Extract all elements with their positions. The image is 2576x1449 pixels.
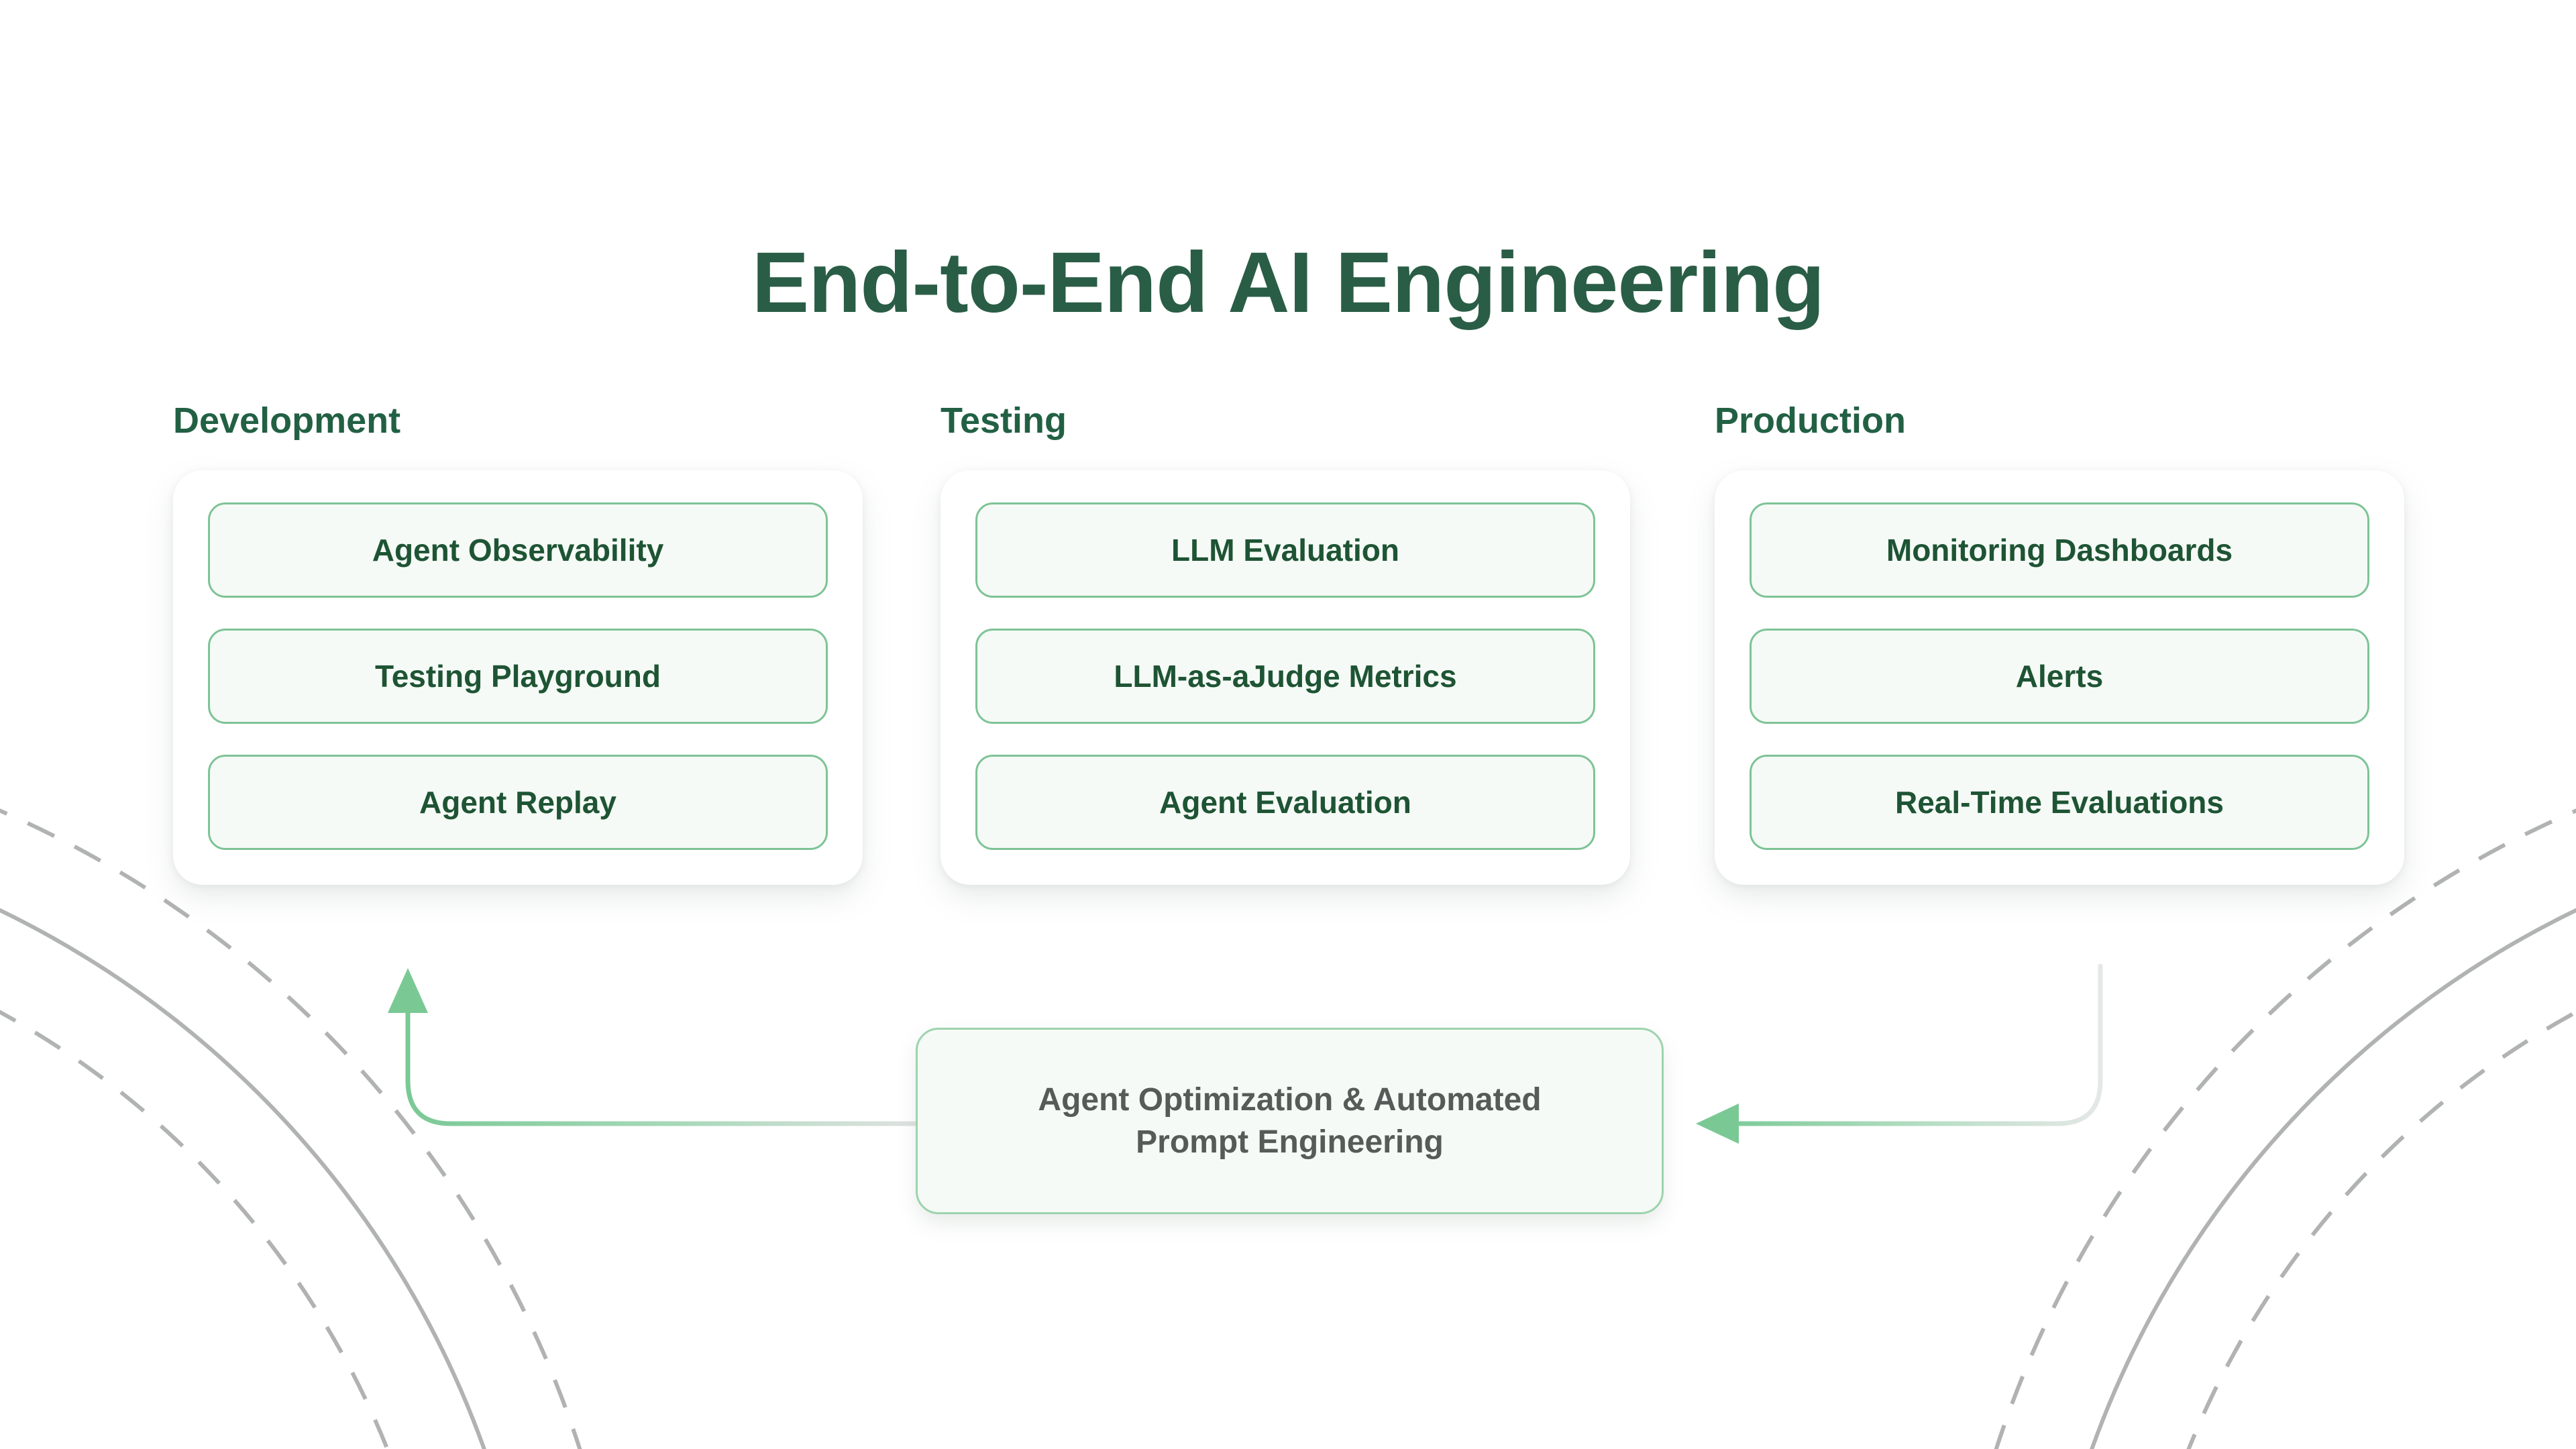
arc-left-inner-dashed bbox=[0, 1010, 390, 1449]
page-title: End-to-End AI Engineering bbox=[751, 234, 1825, 331]
card-production: Monitoring Dashboards Alerts Real-Time E… bbox=[1715, 470, 2404, 885]
column-development: Development Agent Observability Testing … bbox=[173, 402, 863, 885]
arrowhead-left-to-feedback bbox=[1696, 1104, 1739, 1144]
card-testing: LLM Evaluation LLM-as-aJudge Metrics Age… bbox=[941, 470, 1630, 885]
pill-label: Agent Observability bbox=[372, 532, 664, 568]
arc-right-inner-dashed bbox=[2186, 1010, 2576, 1449]
connector-feedback-to-development bbox=[405, 1004, 918, 1126]
column-heading-production: Production bbox=[1715, 400, 1906, 441]
pill-label: Alerts bbox=[2015, 658, 2104, 694]
pill-real-time-evaluations[interactable]: Real-Time Evaluations bbox=[1750, 755, 2369, 850]
column-production: Production Monitoring Dashboards Alerts … bbox=[1715, 402, 2404, 885]
pill-label: Agent Replay bbox=[419, 784, 616, 820]
arc-right-middle-solid bbox=[2090, 908, 2576, 1449]
pill-label: Testing Playground bbox=[375, 658, 661, 694]
pill-llm-evaluation[interactable]: LLM Evaluation bbox=[975, 502, 1595, 598]
column-heading-testing: Testing bbox=[941, 400, 1067, 441]
feedback-box[interactable]: Agent Optimization & Automated Prompt En… bbox=[916, 1028, 1664, 1214]
pill-agent-replay[interactable]: Agent Replay bbox=[208, 755, 828, 850]
arrowhead-up-to-development bbox=[388, 968, 428, 1013]
pill-agent-evaluation[interactable]: Agent Evaluation bbox=[975, 755, 1595, 850]
feedback-box-label: Agent Optimization & Automated Prompt En… bbox=[1038, 1079, 1541, 1164]
pill-label: LLM Evaluation bbox=[1171, 532, 1399, 568]
connector-production-to-feedback bbox=[1715, 963, 2103, 1126]
card-development: Agent Observability Testing Playground A… bbox=[173, 470, 863, 885]
pill-monitoring-dashboards[interactable]: Monitoring Dashboards bbox=[1750, 502, 2369, 598]
feedback-box-line1: Agent Optimization & Automated bbox=[1038, 1081, 1542, 1118]
pill-label: LLM-as-aJudge Metrics bbox=[1114, 658, 1457, 694]
pill-agent-observability[interactable]: Agent Observability bbox=[208, 502, 828, 598]
arc-left-middle-solid bbox=[0, 908, 486, 1449]
pill-label: Agent Evaluation bbox=[1159, 784, 1411, 820]
column-testing: Testing LLM Evaluation LLM-as-aJudge Met… bbox=[941, 402, 1630, 885]
pill-llm-as-a-judge-metrics[interactable]: LLM-as-aJudge Metrics bbox=[975, 629, 1595, 724]
pill-alerts[interactable]: Alerts bbox=[1750, 629, 2369, 724]
pill-label: Monitoring Dashboards bbox=[1886, 532, 2233, 568]
feedback-box-line2: Prompt Engineering bbox=[1136, 1124, 1444, 1160]
pill-testing-playground[interactable]: Testing Playground bbox=[208, 629, 828, 724]
column-heading-development: Development bbox=[173, 400, 401, 441]
pill-label: Real-Time Evaluations bbox=[1895, 784, 2224, 820]
